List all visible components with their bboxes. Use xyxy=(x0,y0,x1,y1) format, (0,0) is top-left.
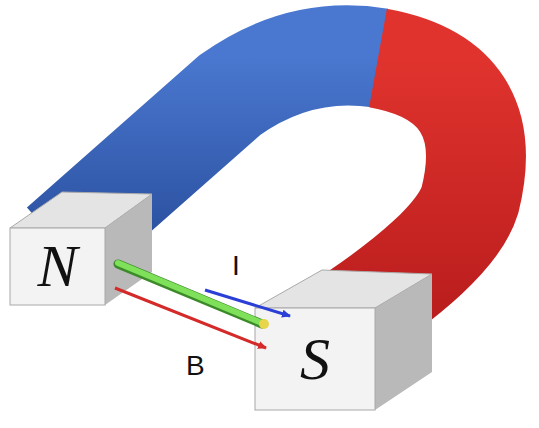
wire-shadow xyxy=(118,264,262,324)
pole-face: N xyxy=(33,234,82,298)
north-pole-label: N xyxy=(37,236,77,296)
south-pole-side xyxy=(375,274,432,410)
current-label: I xyxy=(232,252,240,280)
wire-tip xyxy=(259,319,269,329)
south-pole-label: S xyxy=(300,329,330,389)
pole-face: S xyxy=(296,327,334,391)
wire xyxy=(118,263,262,323)
field-label: B xyxy=(186,352,205,380)
north-pole-face xyxy=(10,228,105,305)
south-pole-face xyxy=(255,308,375,410)
current-arrow xyxy=(205,290,290,316)
north-pole-side xyxy=(105,194,152,305)
field-arrow xyxy=(115,288,266,348)
